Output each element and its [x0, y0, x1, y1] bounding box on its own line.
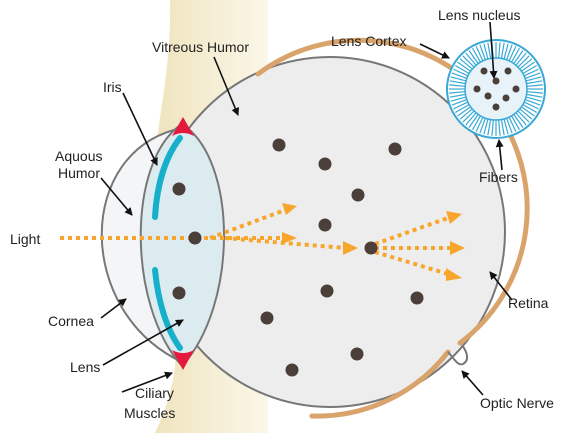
label-aquous-humor-2: Humor [58, 165, 100, 181]
label-vitreous-humor: Vitreous Humor [152, 39, 249, 55]
label-optic-nerve: Optic Nerve [480, 395, 554, 411]
label-lens: Lens [70, 359, 100, 375]
label-iris: Iris [103, 79, 122, 95]
label-light: Light [10, 231, 40, 247]
label-lens-nucleus: Lens nucleus [438, 7, 521, 23]
lens-detail [447, 40, 545, 138]
label-ciliary-2: Muscles [124, 405, 175, 421]
label-retina: Retina [508, 295, 549, 311]
label-lens-cortex: Lens Cortex [331, 33, 406, 49]
label-ciliary-1: Ciliary [135, 385, 174, 401]
label-aquous-humor-1: Aquous [55, 148, 102, 164]
label-fibers: Fibers [479, 169, 518, 185]
label-cornea: Cornea [48, 313, 94, 329]
